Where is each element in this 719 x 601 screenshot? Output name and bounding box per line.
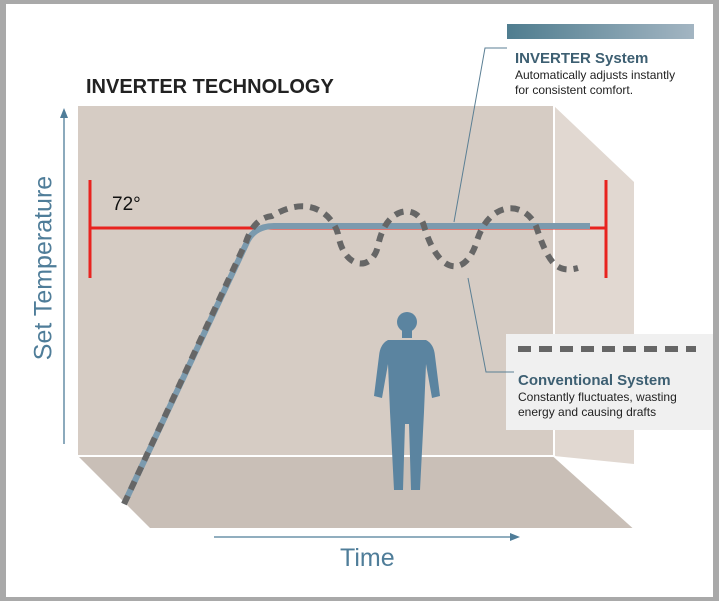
y-axis-arrowhead [60, 108, 68, 118]
diagram-title: INVERTER TECHNOLOGY [86, 76, 334, 98]
room-floor [78, 456, 634, 528]
inverter-heading: INVERTER System [515, 50, 649, 67]
conventional-line [121, 203, 579, 506]
person-silhouette [374, 312, 440, 490]
conventional-callout: Conventional System Constantly fluctuate… [518, 372, 718, 420]
x-axis-arrowhead [510, 533, 520, 541]
conventional-description-line1: Constantly fluctuates, wasting [518, 390, 677, 404]
y-axis-label: Set Temperature [29, 175, 58, 361]
conventional-description-line2: energy and causing drafts [518, 405, 657, 419]
conventional-callout-leader [467, 277, 514, 373]
inverter-diagram [60, 24, 713, 541]
room-edge [553, 455, 635, 529]
inverter-description-line1: Automatically adjusts instantly [515, 68, 676, 82]
inverter-description-line2: for consistent comfort. [515, 83, 634, 97]
conventional-heading: Conventional System [518, 372, 671, 389]
x-axis-label: Time [340, 544, 395, 572]
room-back-wall [78, 106, 554, 456]
diagram-frame: INVERTER TECHNOLOGY Set Temperature Time… [6, 4, 713, 597]
inverter-callout-leader [453, 47, 507, 223]
inverter-legend-swatch [507, 24, 694, 39]
inverter-callout: INVERTER System Automatically adjusts in… [515, 50, 715, 98]
setpoint-label: 72° [112, 194, 141, 215]
